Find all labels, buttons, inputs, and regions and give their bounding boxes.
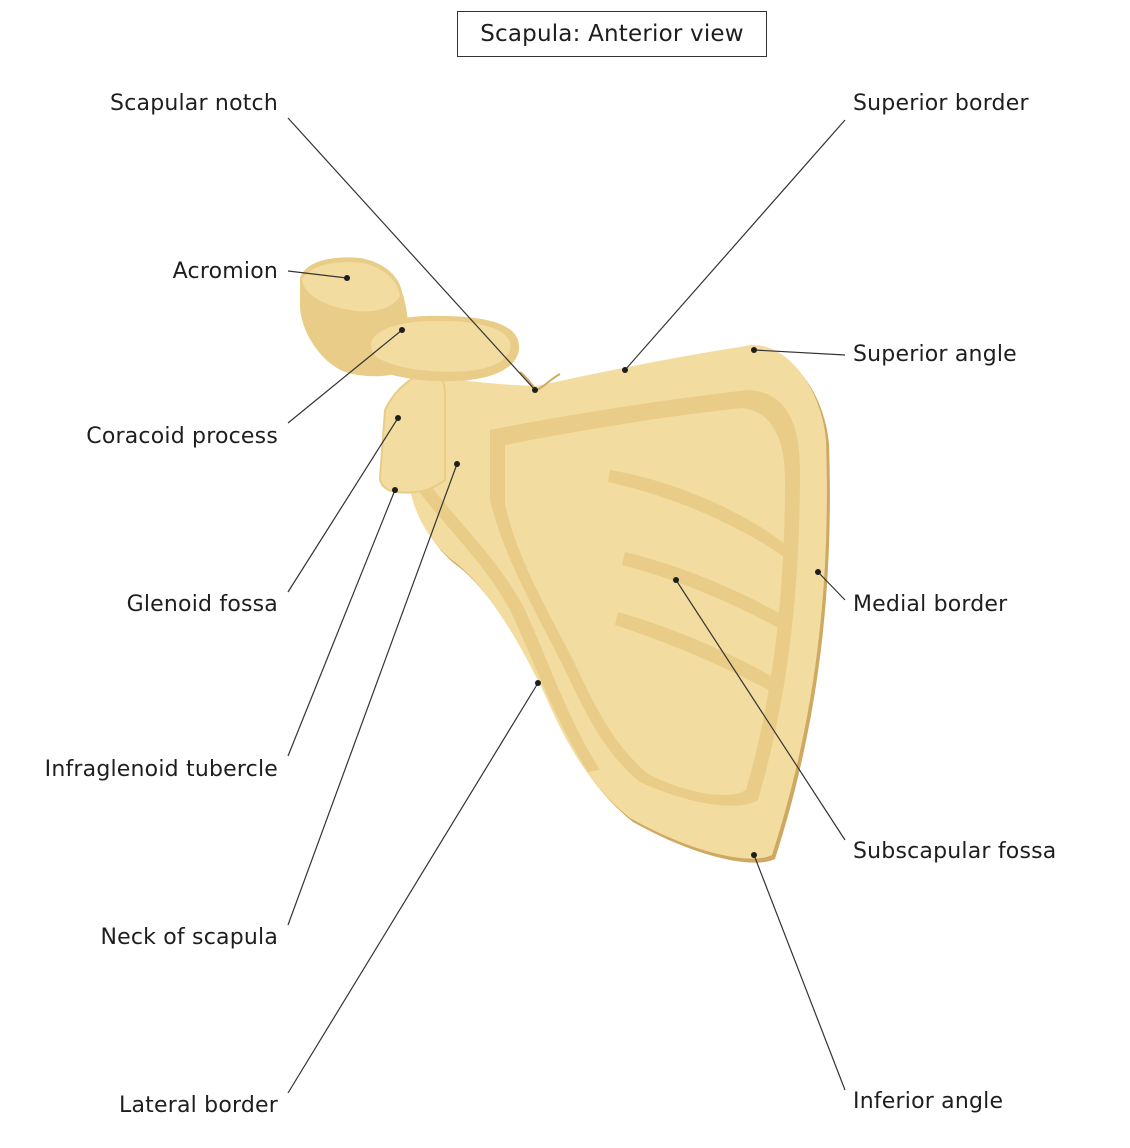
fossa-ridge-1 — [608, 470, 790, 560]
dot-glenoid-fossa — [395, 415, 401, 421]
leader-scapular-notch — [287, 117, 536, 391]
acromion-top — [302, 262, 400, 312]
dot-lateral-border — [535, 680, 541, 686]
leader-lateral-border — [287, 682, 539, 1094]
leader-superior-border — [624, 119, 846, 371]
dot-superior-angle — [751, 347, 757, 353]
label-acromion: Acromion — [172, 259, 278, 284]
leader-medial-border — [817, 571, 846, 601]
scapula-bone — [300, 257, 830, 863]
leader-subscapular-fossa — [675, 579, 846, 841]
leader-neck-of-scapula — [287, 463, 458, 926]
fossa-ridge-2 — [622, 552, 788, 632]
dot-coracoid-process — [399, 327, 405, 333]
dot-superior-border — [622, 367, 628, 373]
coracoid-top — [371, 320, 511, 372]
label-superior-border: Superior border — [853, 91, 1029, 116]
leader-coracoid-process — [287, 329, 403, 424]
dot-neck-of-scapula — [454, 461, 460, 467]
leader-glenoid-fossa — [287, 417, 399, 593]
diagram-title: Scapula: Anterior view — [457, 11, 767, 57]
label-neck-of-scapula: Neck of scapula — [100, 925, 278, 950]
label-lateral-border: Lateral border — [119, 1093, 278, 1118]
dot-infraglenoid-tubercle — [392, 487, 398, 493]
leader-infraglenoid-tubercle — [287, 489, 396, 757]
dot-scapular-notch — [532, 387, 538, 393]
pointer-dots — [344, 275, 821, 858]
label-coracoid-process: Coracoid process — [86, 424, 278, 449]
leader-inferior-angle — [753, 854, 846, 1091]
dot-acromion — [344, 275, 350, 281]
label-infraglenoid-tubercle: Infraglenoid tubercle — [44, 757, 278, 782]
lateral-border-ridge — [418, 478, 600, 772]
leader-acromion — [287, 270, 348, 279]
leader-superior-angle — [753, 349, 846, 356]
label-inferior-angle: Inferior angle — [853, 1089, 1004, 1114]
dot-inferior-angle — [751, 852, 757, 858]
label-superior-angle: Superior angle — [853, 342, 1017, 367]
dot-subscapular-fossa — [673, 577, 679, 583]
label-subscapular-fossa: Subscapular fossa — [853, 839, 1057, 864]
glenoid-region — [378, 370, 446, 494]
label-scapular-notch: Scapular notch — [110, 91, 278, 116]
label-medial-border: Medial border — [853, 592, 1008, 617]
leader-lines — [287, 117, 846, 1094]
dot-medial-border — [815, 569, 821, 575]
label-glenoid-fossa: Glenoid fossa — [126, 592, 278, 617]
